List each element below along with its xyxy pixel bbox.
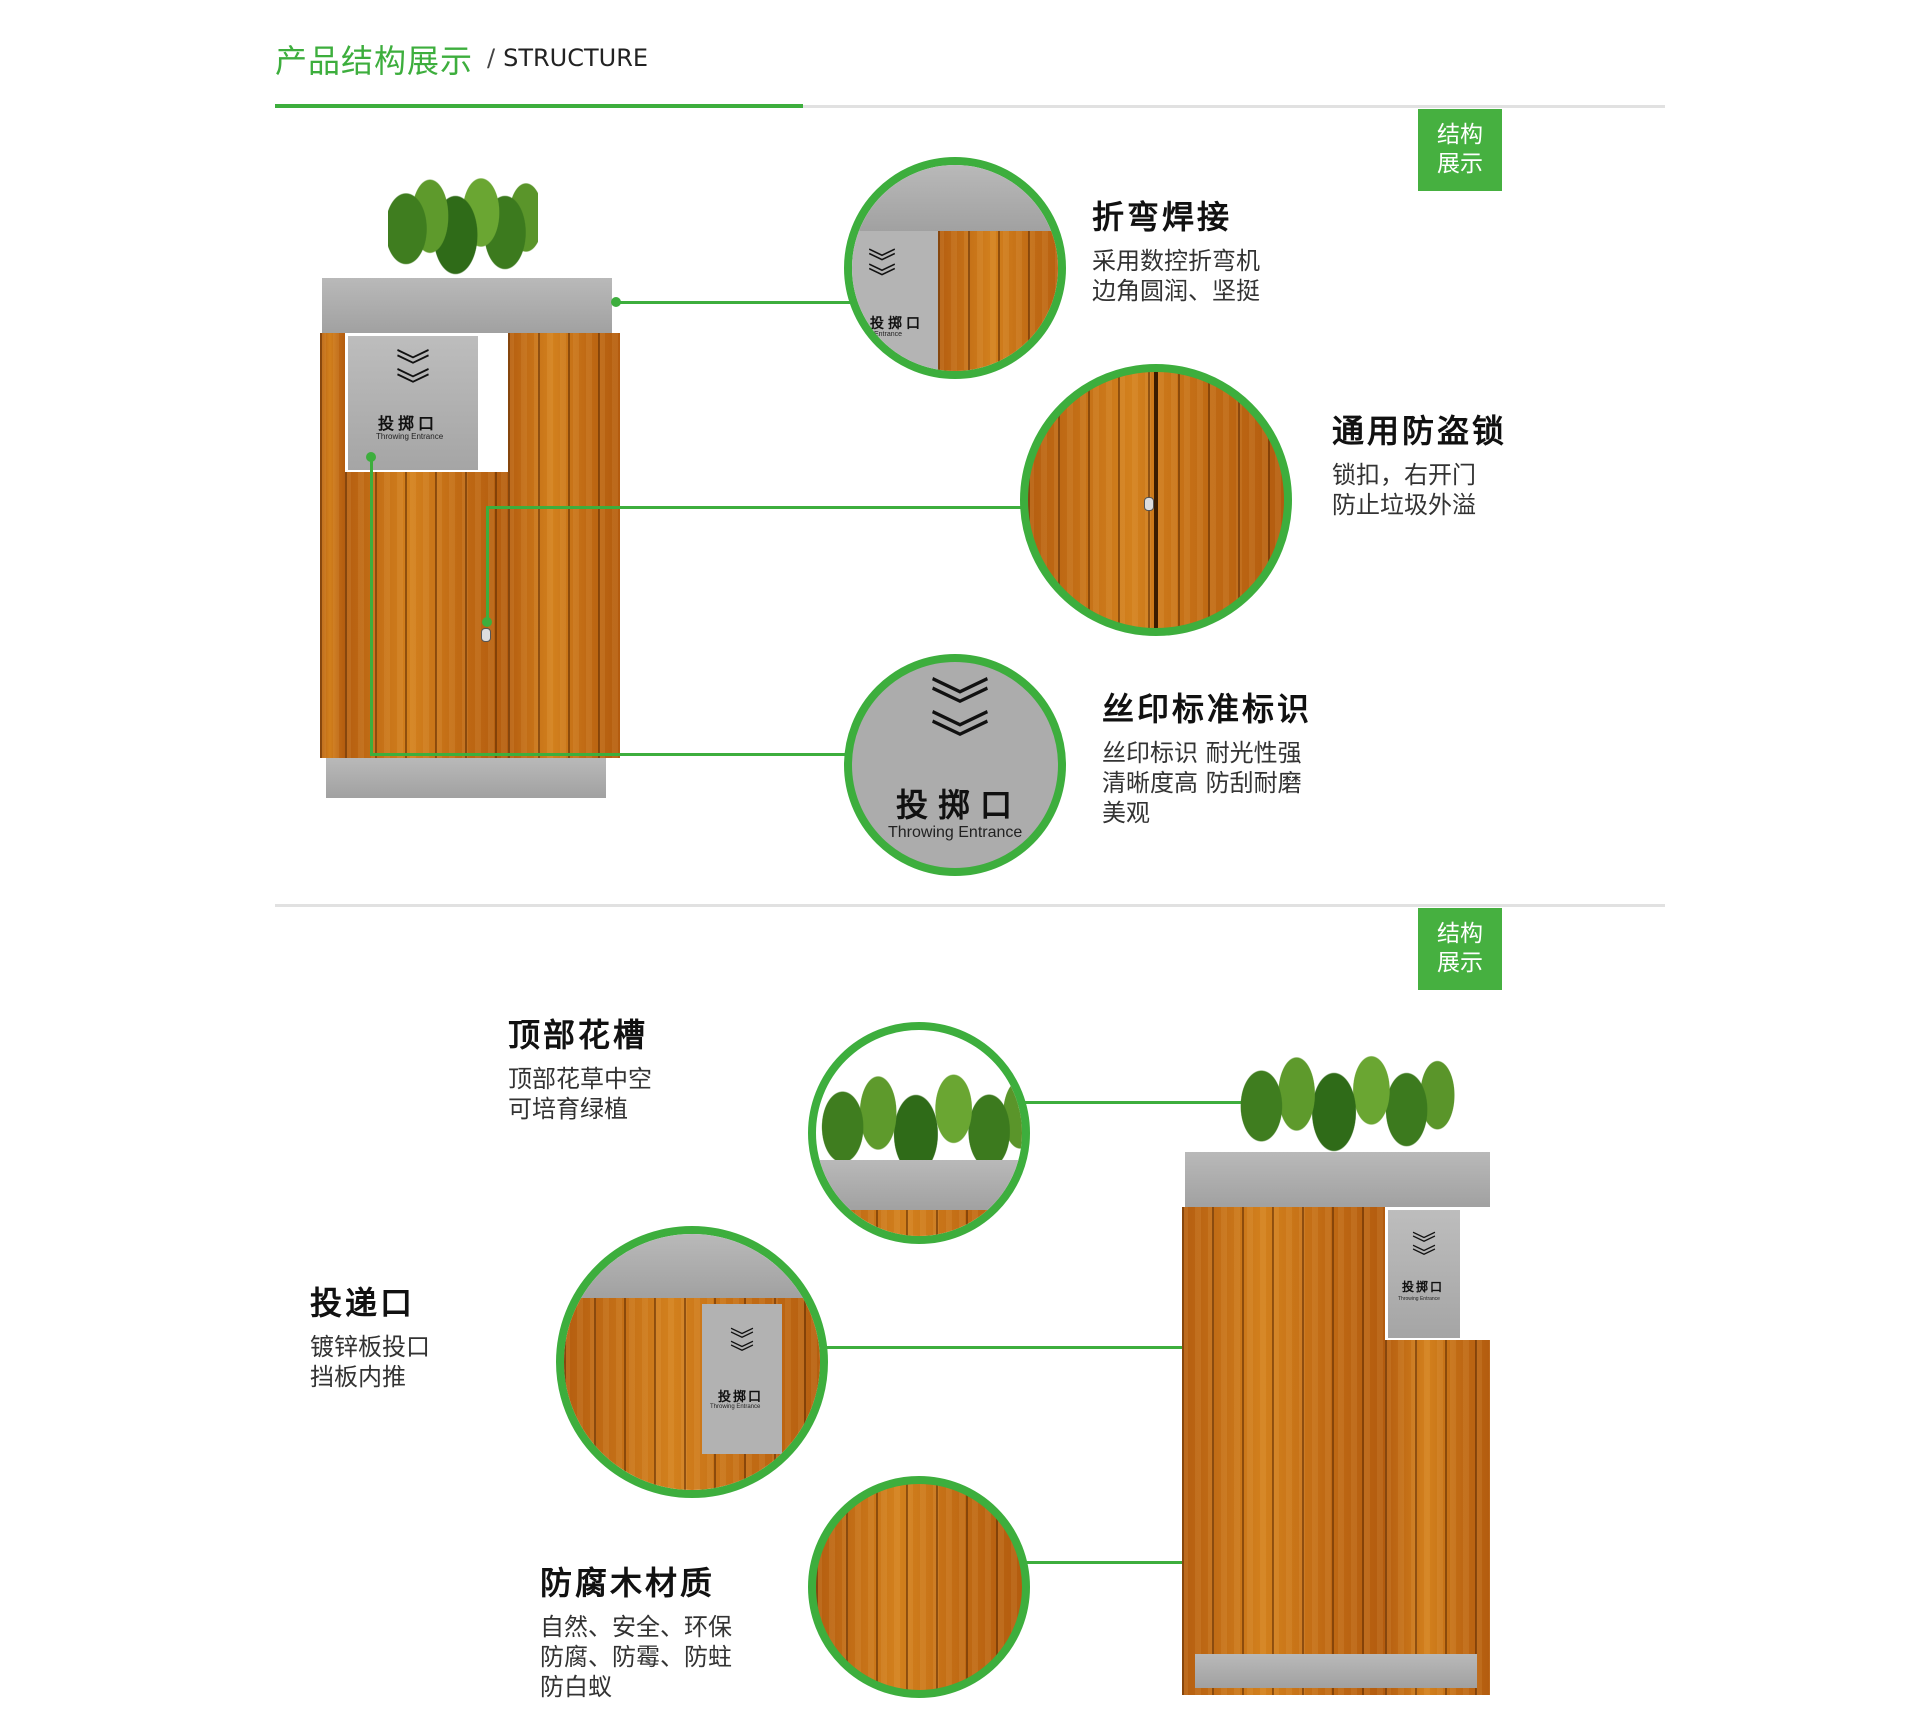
detail-circle-sign: ︾︾ 投掷口 Throwing Entrance — [844, 654, 1066, 876]
feature-anti-theft-lock: 通用防盗锁 锁扣，右开门 防止垃圾外溢 — [1332, 406, 1507, 520]
weld-steel-top — [852, 165, 1058, 231]
feature-line: 自然、安全、环保 — [540, 1613, 732, 1641]
trash-bin-image-angled: ︾︾ 投掷口 Throwing Entrance — [1180, 1040, 1510, 1695]
throwing-entrance-plate: ︾︾ 投掷口 Throwing Entrance — [348, 336, 478, 470]
connector-line — [822, 1346, 1462, 1349]
planter-steel-rim — [816, 1160, 1022, 1210]
bin-steel-base — [326, 758, 606, 798]
page-subtitle-text: STRUCTURE — [503, 44, 649, 72]
feature-silkscreen-sign: 丝印标准标识 丝印标识 耐光性强 清晰度高 防刮耐磨 美观 — [1102, 684, 1312, 828]
feature-title: 折弯焊接 — [1092, 198, 1233, 236]
door-lock-icon — [481, 628, 491, 642]
bin-steel-top — [1185, 1152, 1490, 1207]
badge-line-1: 结构 — [1437, 921, 1483, 947]
page-title: 产品结构展示 — [275, 42, 474, 80]
down-chevron-icon: ︾︾ — [730, 1326, 754, 1368]
feature-line: 防白蚁 — [540, 1673, 612, 1701]
header-divider — [275, 105, 1665, 108]
structure-badge: 结构 展示 — [1418, 109, 1502, 191]
connector-line — [486, 506, 1022, 509]
feature-line: 清晰度高 防刮耐磨 — [1102, 769, 1302, 797]
door-lock-icon — [1144, 497, 1154, 511]
connector-line — [370, 457, 373, 755]
feature-line: 挡板内推 — [310, 1363, 406, 1391]
detail-circle-lock — [1020, 364, 1292, 636]
connector-line — [616, 301, 854, 304]
weld-wood — [938, 231, 1058, 371]
door-gap — [1154, 372, 1158, 628]
sign-label: 投掷口 — [378, 414, 439, 433]
bin-steel-top — [322, 278, 612, 333]
trash-bin-image-front: ︾︾ 投掷口 Throwing Entrance — [318, 160, 628, 800]
planter-foliage — [388, 160, 538, 285]
sign-label: 投掷口 — [1402, 1280, 1445, 1294]
title-separator: / — [487, 44, 496, 72]
section-divider — [275, 904, 1665, 907]
connector-line — [370, 753, 850, 756]
planter-foliage — [1235, 1040, 1455, 1160]
feature-line: 边角圆润、坚挺 — [1092, 277, 1260, 305]
structure-badge: 结构 展示 — [1418, 908, 1502, 990]
sign-subtitle: Throwing Entrance — [1398, 1296, 1440, 1302]
feature-preserved-wood: 防腐木材质 自然、安全、环保 防腐、防霉、防蛀 防白蚁 — [540, 1558, 732, 1702]
slot-sign-plate: ︾︾ 投掷口 Throwing Entrance — [702, 1304, 782, 1454]
feature-line: 可培育绿植 — [508, 1095, 628, 1123]
feature-title: 防腐木材质 — [540, 1564, 716, 1602]
sign-subtitle: Throwing Entrance — [376, 432, 444, 441]
feature-title: 通用防盗锁 — [1332, 412, 1508, 450]
feature-line: 美观 — [1102, 799, 1150, 827]
connector-line — [1022, 1101, 1272, 1104]
down-chevron-icon: ︾︾ — [868, 246, 897, 295]
feature-line: 锁扣，右开门 — [1332, 461, 1476, 489]
detail-circle-drop-slot: ︾︾ 投掷口 Throwing Entrance — [556, 1226, 828, 1498]
bin-wood-left-strip — [320, 333, 345, 758]
feature-title: 投递口 — [310, 1284, 416, 1322]
weld-sign-plate: ︾︾ 投掷口 Entrance — [852, 231, 938, 371]
detail-circle-wood — [808, 1476, 1030, 1698]
feature-drop-slot: 投递口 镀锌板投口 挡板内推 — [310, 1278, 430, 1392]
down-chevron-icon: ︾︾ — [1412, 1230, 1436, 1272]
feature-bending-weld: 折弯焊接 采用数控折弯机 边角圆润、坚挺 — [1092, 192, 1260, 306]
down-chevron-icon: ︾︾ — [930, 673, 990, 776]
header-accent-bar — [275, 104, 803, 108]
detail-circle-planter — [808, 1022, 1030, 1244]
feature-line: 丝印标识 耐光性强 — [1102, 739, 1302, 767]
bin-steel-base — [1195, 1654, 1477, 1688]
slot-steel-top — [564, 1234, 820, 1298]
bin-wood-door — [1385, 1340, 1490, 1695]
bin-wood-right-panel — [508, 333, 620, 758]
page-subtitle: /STRUCTURE — [487, 44, 648, 72]
feature-line: 防止垃圾外溢 — [1332, 491, 1476, 519]
down-chevron-icon: ︾︾ — [396, 347, 430, 406]
bin-wood-side — [1182, 1207, 1385, 1695]
connector-line — [486, 506, 489, 618]
connector-dot — [482, 617, 492, 627]
detail-circle-weld: ︾︾ 投掷口 Entrance — [844, 157, 1066, 379]
sign-label: 投掷口 — [870, 316, 924, 332]
feature-line: 镀锌板投口 — [310, 1333, 430, 1361]
slot-wood — [564, 1298, 820, 1490]
feature-title: 丝印标准标识 — [1102, 690, 1313, 728]
feature-line: 采用数控折弯机 — [1092, 247, 1260, 275]
feature-title: 顶部花槽 — [508, 1016, 649, 1054]
badge-line-1: 结构 — [1437, 122, 1483, 148]
sign-subtitle-small: Entrance — [874, 331, 903, 338]
throwing-entrance-plate: ︾︾ 投掷口 Throwing Entrance — [1388, 1210, 1460, 1338]
feature-line: 顶部花草中空 — [508, 1065, 652, 1093]
planter-wood — [816, 1210, 1022, 1236]
sign-label: 投掷口 — [896, 786, 1023, 824]
badge-line-2: 展示 — [1437, 151, 1483, 177]
feature-line: 防腐、防霉、防蛀 — [540, 1643, 732, 1671]
sign-label: 投掷口 — [718, 1390, 764, 1405]
sign-subtitle: Throwing Entrance — [710, 1404, 761, 1410]
badge-line-2: 展示 — [1437, 950, 1483, 976]
feature-top-planter: 顶部花槽 顶部花草中空 可培育绿植 — [508, 1010, 652, 1124]
sign-subtitle: Throwing Entrance — [888, 824, 1023, 841]
